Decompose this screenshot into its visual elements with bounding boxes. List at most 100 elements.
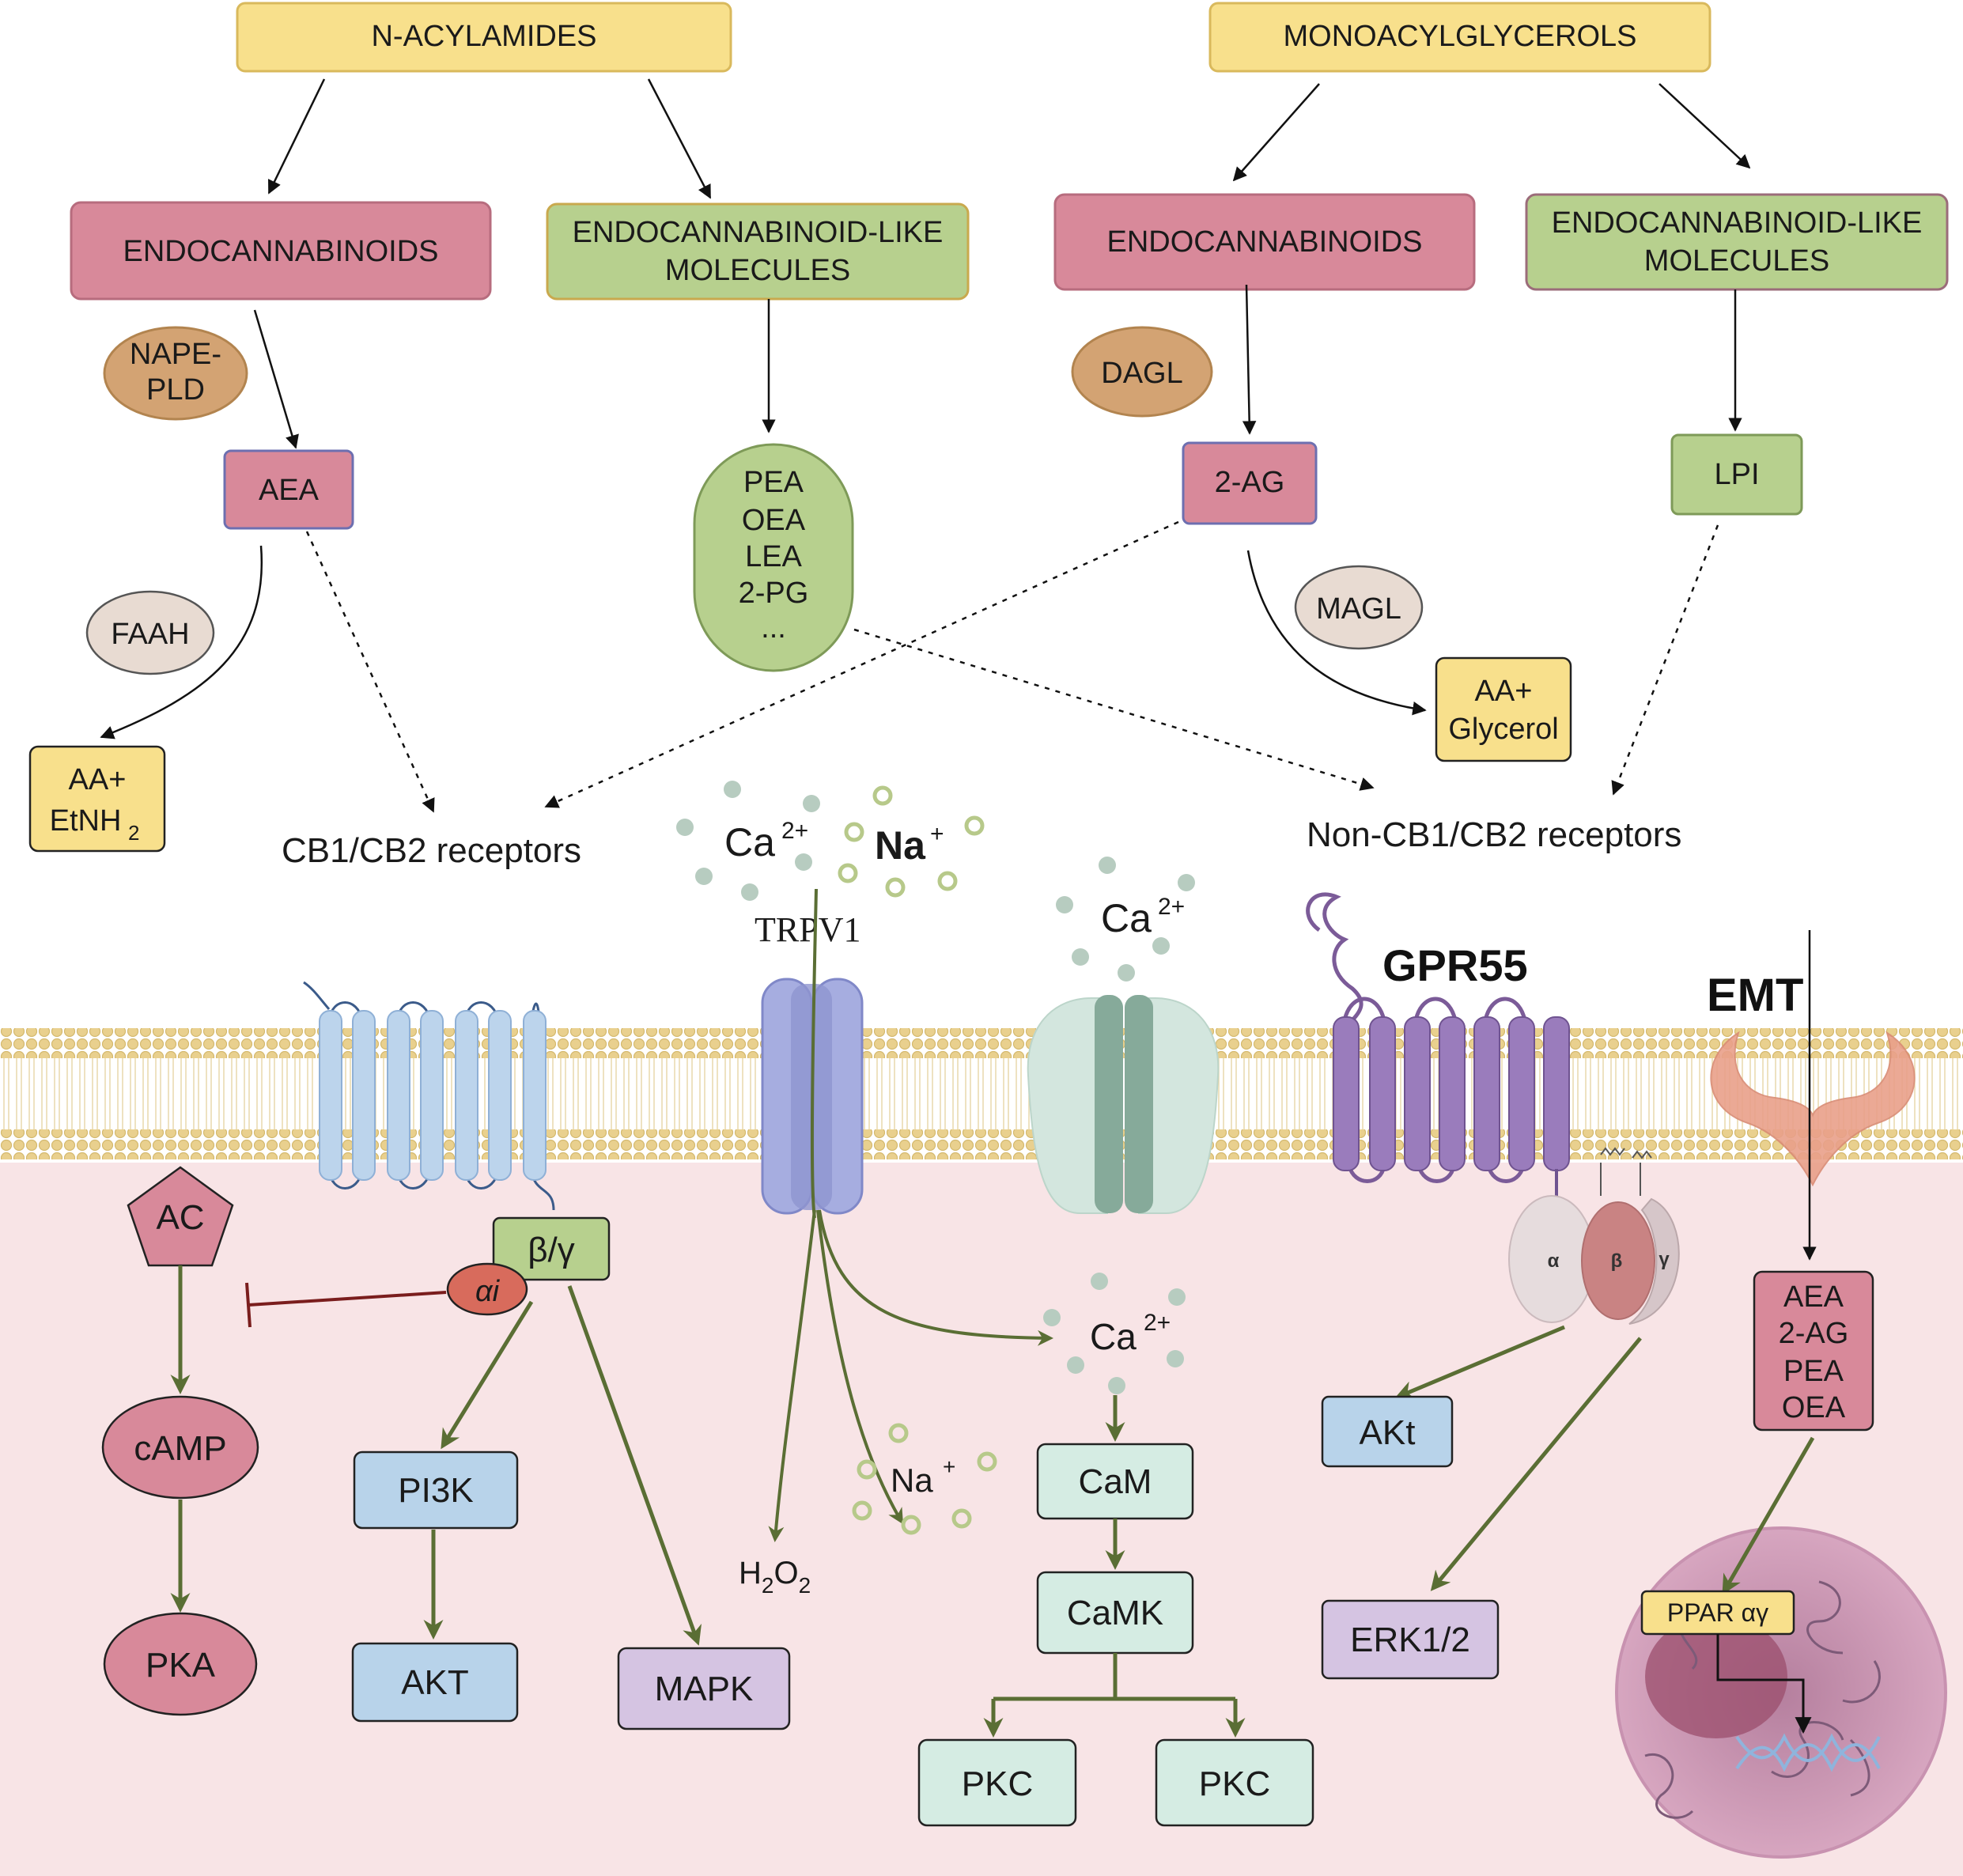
svg-text:2: 2 xyxy=(128,821,139,845)
calcium-label-bottom: Ca xyxy=(1090,1316,1137,1357)
aa-glycerol-box: AA+ Glycerol xyxy=(1435,656,1572,762)
svg-text:ERK1/2: ERK1/2 xyxy=(1350,1621,1470,1659)
svg-text:α: α xyxy=(1548,1250,1560,1272)
calcium-label-top: Ca xyxy=(724,820,775,864)
non-cb-receptors-label: Non-CB1/CB2 receptors xyxy=(1307,815,1681,854)
h2o2-label: H2O2 xyxy=(739,1556,811,1598)
dagl-enzyme: DAGL xyxy=(1071,326,1213,418)
sodium-label-top: Na xyxy=(875,823,926,868)
svg-text:AEA: AEA xyxy=(1783,1280,1844,1314)
svg-text:β: β xyxy=(1611,1250,1623,1272)
calcium-ions-top xyxy=(676,781,820,901)
svg-text:MAGL: MAGL xyxy=(1316,592,1401,626)
svg-text:+: + xyxy=(930,821,944,847)
calcium-label-channel: Ca xyxy=(1101,896,1152,940)
svg-text:PKC: PKC xyxy=(1199,1764,1270,1803)
svg-text:PEA: PEA xyxy=(743,466,804,499)
svg-text:EtNH: EtNH xyxy=(50,804,122,838)
svg-text:2+: 2+ xyxy=(1144,1310,1171,1336)
n-acylamides-label: N-ACYLAMIDES xyxy=(371,20,596,53)
svg-text:2+: 2+ xyxy=(781,818,808,844)
svg-text:2-AG: 2-AG xyxy=(1215,466,1285,499)
svg-text:PPAR αγ: PPAR αγ xyxy=(1667,1598,1768,1627)
sodium-ions-bottom xyxy=(852,1423,997,1535)
lpi-box: LPI xyxy=(1670,433,1803,516)
endocannabinoid-like-right-line1: ENDOCANNABINOID-LIKE xyxy=(1552,206,1923,240)
endocannabinoid-like-left-line2: MOLECULES xyxy=(665,254,850,287)
erk: ERK1/2 xyxy=(1321,1599,1500,1680)
svg-text:AC: AC xyxy=(156,1198,204,1237)
n-acylamides-box: N-ACYLAMIDES xyxy=(236,2,732,73)
endocannabinoids-left-box: ENDOCANNABINOIDS xyxy=(70,201,492,301)
svg-text:DAGL: DAGL xyxy=(1101,357,1182,390)
svg-text:PEA: PEA xyxy=(1783,1355,1844,1388)
svg-text:AA+: AA+ xyxy=(1475,675,1533,708)
svg-text:...: ... xyxy=(761,611,786,645)
alpha-i-subunit: αi xyxy=(446,1262,528,1316)
ac-enzyme: AC xyxy=(127,1166,234,1267)
endocannabinoids-right-box: ENDOCANNABINOIDS xyxy=(1053,193,1476,291)
calcium-ions-channel xyxy=(1056,857,1195,981)
emt-label: EMT xyxy=(1707,970,1803,1021)
svg-text:AA+: AA+ xyxy=(69,763,127,796)
svg-text:OEA: OEA xyxy=(1782,1391,1846,1424)
intracellular-ligands-box: AEA 2-AG PEA OEA xyxy=(1753,1270,1874,1432)
svg-text:PI3K: PI3K xyxy=(398,1471,473,1510)
pkc-right: PKC xyxy=(1155,1738,1314,1827)
two-ag-box: 2-AG xyxy=(1182,441,1318,525)
magl-enzyme: MAGL xyxy=(1294,565,1424,650)
nucleus xyxy=(1615,1526,1947,1859)
cb-receptor xyxy=(303,981,555,1211)
svg-text:AEA: AEA xyxy=(259,474,320,507)
nape-pld-enzyme: NAPE- PLD xyxy=(103,326,248,421)
endocannabinoids-right-label: ENDOCANNABINOIDS xyxy=(1106,225,1422,259)
svg-text:cAMP: cAMP xyxy=(134,1429,226,1468)
akt-gpr55: AKt xyxy=(1321,1395,1454,1468)
monoacylglycerols-box: MONOACYLGLYCEROLS xyxy=(1208,2,1711,73)
svg-text:OEA: OEA xyxy=(742,504,806,537)
gpr55-receptor xyxy=(1306,892,1570,1210)
endocannabinoid-like-list: PEA OEA LEA 2-PG ... xyxy=(693,443,854,672)
camp: cAMP xyxy=(101,1395,259,1500)
svg-text:αi: αi xyxy=(475,1275,501,1308)
sodium-label-bottom: Na xyxy=(891,1462,933,1499)
svg-text:CaMK: CaMK xyxy=(1067,1594,1163,1632)
akt: AKT xyxy=(351,1642,519,1723)
faah-enzyme: FAAH xyxy=(85,590,215,675)
svg-text:FAAH: FAAH xyxy=(111,618,189,651)
monoacylglycerols-label: MONOACYLGLYCEROLS xyxy=(1284,20,1637,53)
svg-text:PKA: PKA xyxy=(146,1646,216,1685)
svg-text:LPI: LPI xyxy=(1714,458,1759,491)
endocannabinoid-like-left-line1: ENDOCANNABINOID-LIKE xyxy=(573,216,944,249)
aea-box: AEA xyxy=(223,449,354,530)
svg-text:CaM: CaM xyxy=(1079,1462,1152,1501)
endocannabinoid-like-right-line2: MOLECULES xyxy=(1644,244,1829,278)
svg-text:2-AG: 2-AG xyxy=(1779,1317,1849,1350)
svg-text:+: + xyxy=(943,1454,955,1479)
pka: PKA xyxy=(103,1612,258,1716)
pi3k: PI3K xyxy=(353,1450,519,1530)
cb-receptors-label: CB1/CB2 receptors xyxy=(282,831,581,870)
g-protein-trimer: α β γ xyxy=(1508,1147,1680,1325)
trpv1-label: TRPV1 xyxy=(755,910,860,949)
aa-etnh2-box: AA+ EtNH 2 xyxy=(28,745,166,853)
gpr55-label: GPR55 xyxy=(1382,940,1528,990)
ppar-box: PPAR αγ xyxy=(1640,1590,1795,1636)
pkc-left: PKC xyxy=(917,1738,1077,1827)
sodium-ions-top xyxy=(838,785,985,898)
svg-text:AKt: AKt xyxy=(1360,1413,1416,1452)
mapk: MAPK xyxy=(617,1647,791,1730)
endocannabinoids-left-label: ENDOCANNABINOIDS xyxy=(123,235,438,268)
svg-text:LEA: LEA xyxy=(745,540,802,573)
svg-text:Glycerol: Glycerol xyxy=(1448,713,1558,746)
svg-text:NAPE-: NAPE- xyxy=(130,338,221,371)
svg-text:2+: 2+ xyxy=(1158,894,1185,920)
beta-gamma-subunit: β/γ xyxy=(492,1216,611,1281)
cam: CaM xyxy=(1036,1443,1194,1520)
svg-text:MAPK: MAPK xyxy=(655,1670,754,1708)
cell-membrane xyxy=(0,1028,1963,1159)
camk: CaMK xyxy=(1036,1571,1194,1655)
endocannabinoid-like-right-box: ENDOCANNABINOID-LIKE MOLECULES xyxy=(1525,193,1949,291)
